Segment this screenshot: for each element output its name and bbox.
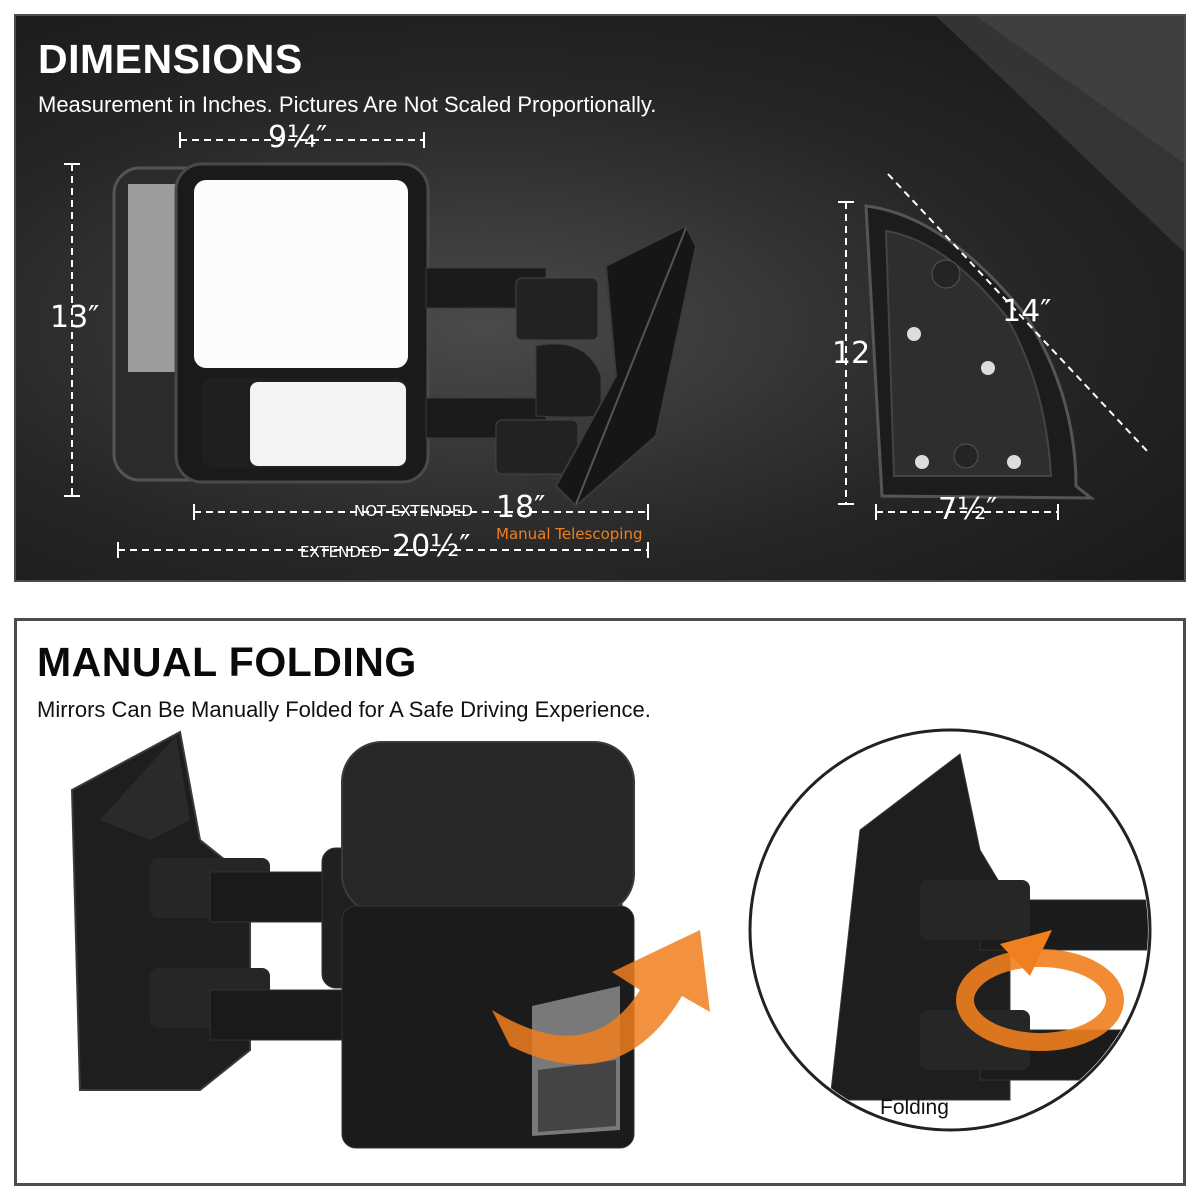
- background-sheen: [936, 16, 1184, 253]
- folding-subtitle: Mirrors Can Be Manually Folded for A Saf…: [37, 697, 651, 722]
- dimensions-subtitle: Measurement in Inches. Pictures Are Not …: [38, 92, 657, 117]
- mirror-front-image: [112, 162, 698, 508]
- side-diagonal-label: 14″: [1002, 294, 1052, 329]
- telescoping-note: Manual Telescoping: [496, 525, 643, 543]
- side-diagonal-line: [887, 173, 1149, 453]
- not-extended-label: NOT EXTENDED: [354, 502, 473, 520]
- dimension-lines: [64, 132, 1149, 558]
- extended-label: EXTENDED: [300, 543, 382, 561]
- fold-arrow-icon: [492, 930, 710, 1065]
- extended-value: 20½″: [392, 529, 471, 564]
- not-extended-value: 18″: [496, 490, 546, 525]
- dimensions-title: DIMENSIONS: [38, 36, 303, 82]
- mirror-side-image: [864, 204, 1096, 500]
- folding-title: MANUAL FOLDING: [37, 639, 417, 685]
- mirror-rear-image: [70, 730, 635, 1149]
- height-left-label: 13″: [50, 300, 100, 335]
- side-depth-label: 7½″: [938, 492, 998, 527]
- folding-inset-label: Folding: [880, 1096, 949, 1119]
- dimensions-panel: DIMENSIONS Measurement in Inches. Pictur…: [14, 14, 1186, 582]
- side-height-label: 12: [832, 336, 871, 371]
- width-top-label: 9¼″: [268, 120, 328, 155]
- folding-inset: [748, 728, 1152, 1132]
- rotate-arrow-icon: [956, 949, 1124, 1051]
